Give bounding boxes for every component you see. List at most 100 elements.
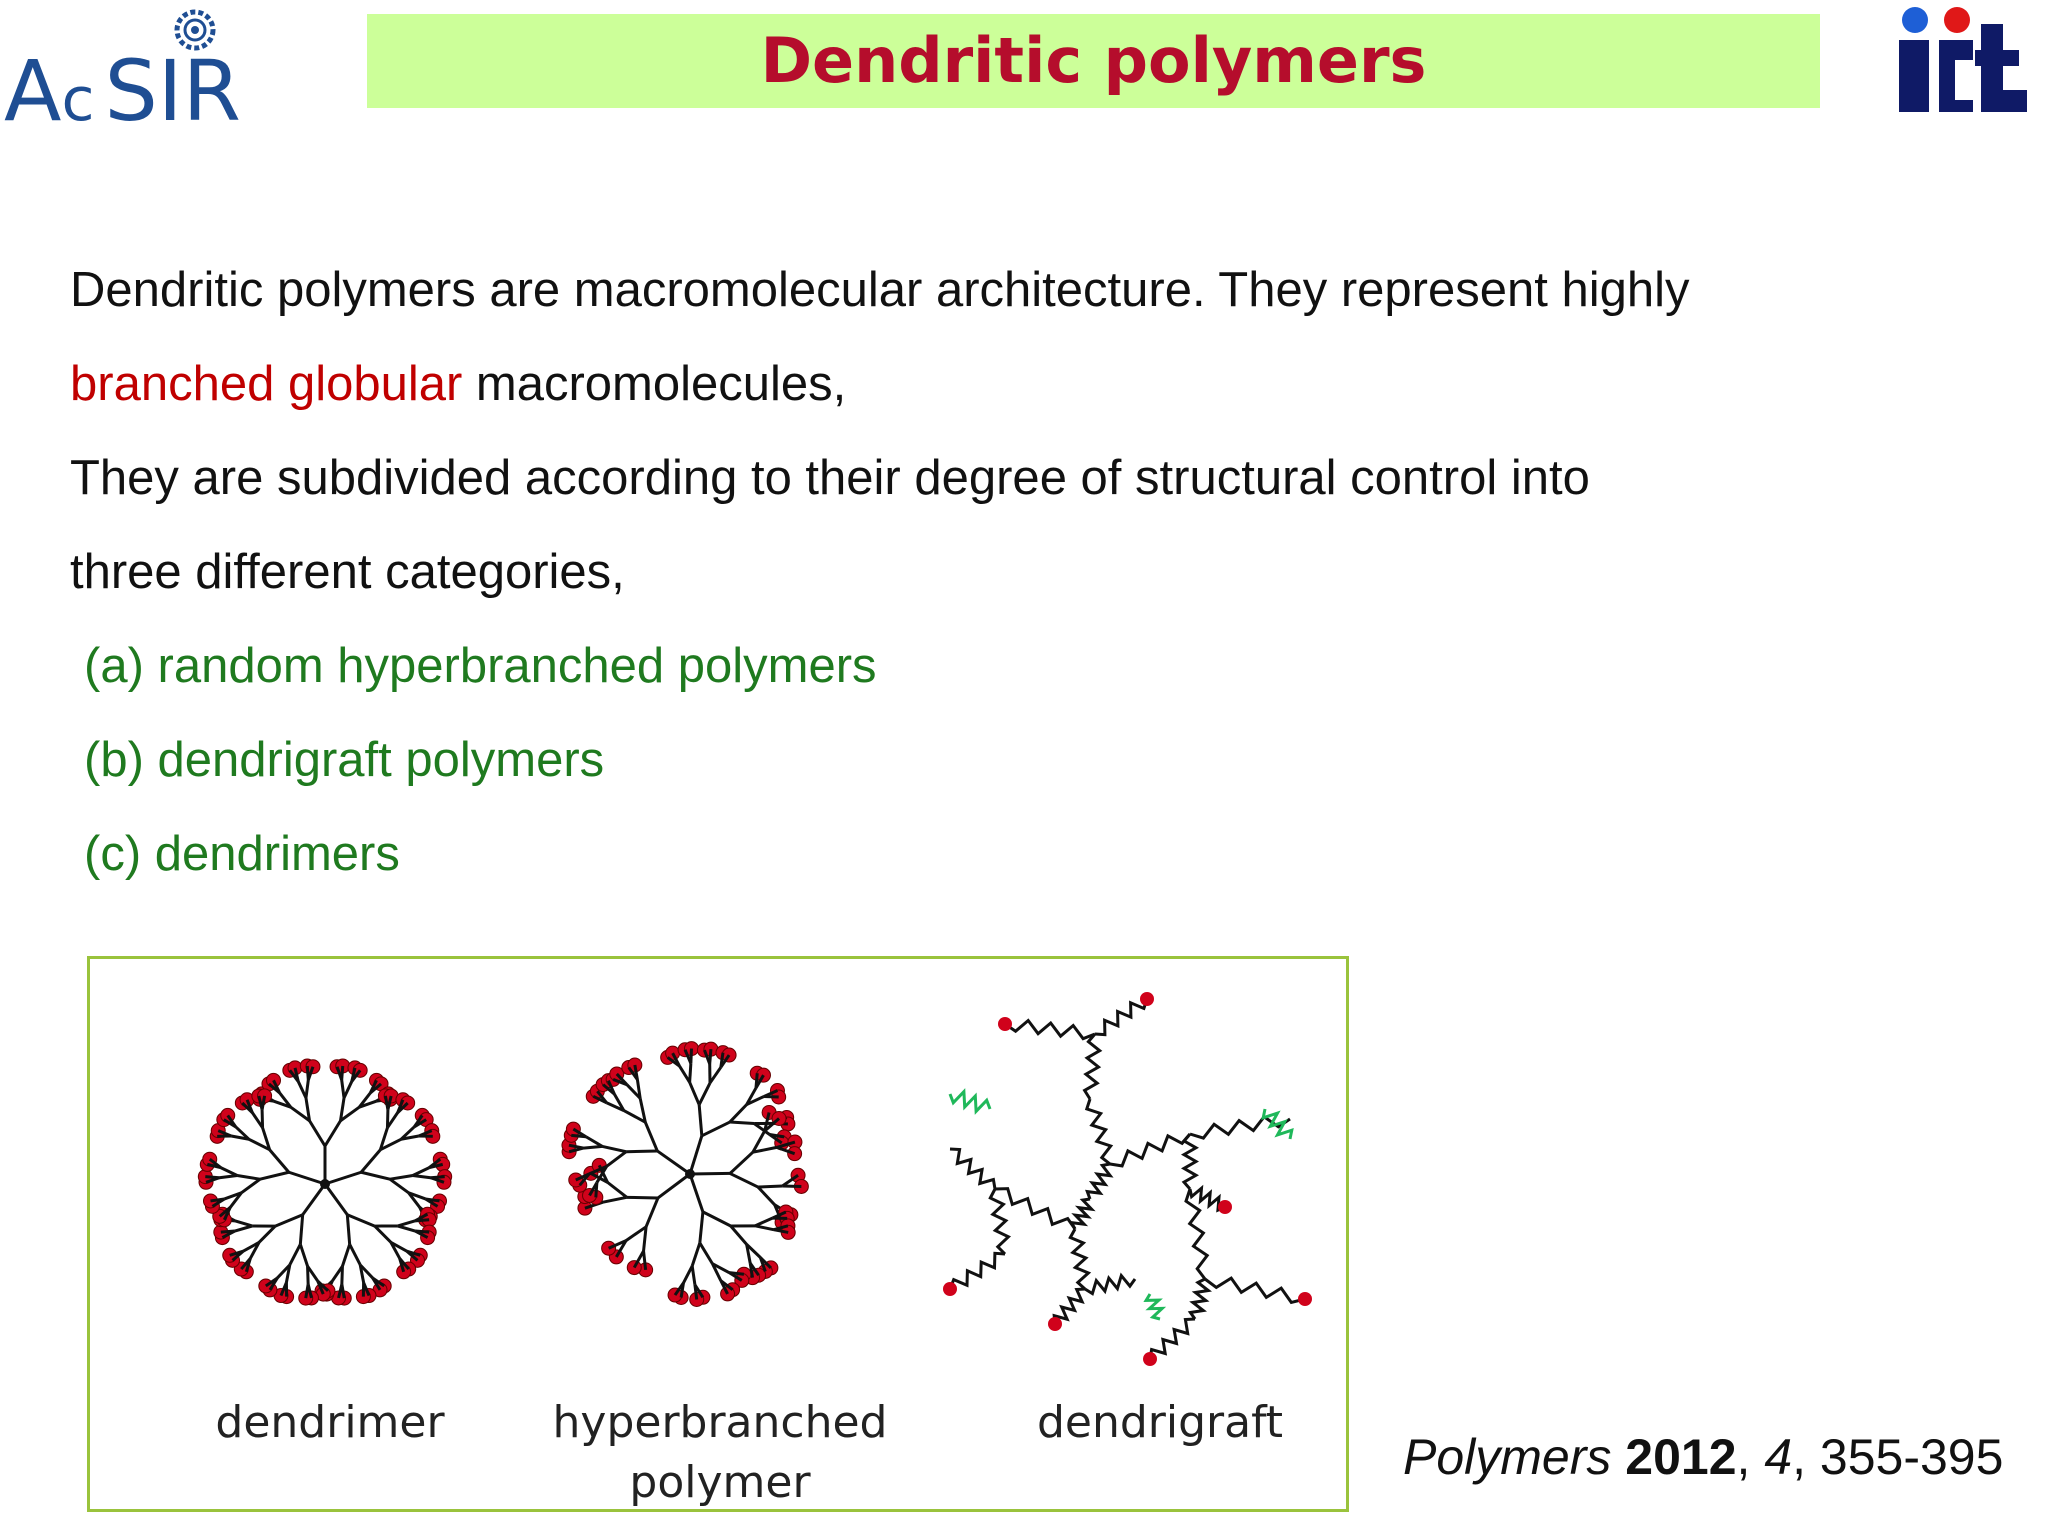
branch <box>763 1112 771 1132</box>
end-group <box>943 1282 957 1296</box>
chain <box>1180 1133 1200 1190</box>
branch <box>682 1265 694 1284</box>
branch <box>583 1144 603 1150</box>
branch <box>219 1174 238 1180</box>
branch <box>379 1137 402 1152</box>
branch <box>606 1181 628 1199</box>
branch <box>208 1158 222 1169</box>
core <box>320 1179 330 1189</box>
branch <box>386 1111 399 1129</box>
branch <box>605 1150 628 1168</box>
branch <box>217 1129 232 1138</box>
branch <box>218 1206 232 1218</box>
branch <box>210 1197 225 1203</box>
branch <box>753 1122 771 1136</box>
branch <box>268 1148 291 1174</box>
chain <box>1148 1317 1196 1360</box>
end-group <box>626 1260 642 1276</box>
branch <box>293 1067 300 1082</box>
branch <box>245 1099 254 1114</box>
branch <box>413 1118 427 1129</box>
chain <box>1189 1114 1291 1140</box>
branch <box>330 1265 344 1282</box>
branch <box>229 1191 243 1209</box>
branch <box>605 1101 625 1112</box>
branch <box>240 1177 261 1195</box>
branch <box>773 1228 789 1234</box>
branch <box>259 1170 290 1181</box>
branch <box>278 1092 292 1109</box>
branch <box>249 1241 261 1260</box>
branch <box>412 1166 430 1177</box>
branch <box>359 1148 382 1174</box>
branch <box>768 1133 783 1145</box>
body-line-3: They are subdivided according to their d… <box>70 451 1590 505</box>
branch <box>625 1225 647 1242</box>
branch <box>719 1280 729 1295</box>
hyperbranched-diagram <box>561 1041 809 1308</box>
branch <box>306 1266 310 1285</box>
branch <box>635 1079 642 1099</box>
branch <box>745 1243 762 1259</box>
branch <box>289 1105 311 1122</box>
branch <box>428 1162 444 1170</box>
chain <box>1004 1018 1096 1041</box>
branch <box>702 1210 732 1228</box>
branch <box>430 1176 445 1184</box>
branch <box>711 1263 723 1282</box>
branch <box>398 1257 406 1273</box>
branch <box>728 1151 754 1175</box>
branch <box>728 1271 743 1282</box>
chain <box>1143 1293 1167 1321</box>
branch <box>615 1072 629 1086</box>
end-group <box>998 1017 1012 1031</box>
branch <box>688 1081 701 1106</box>
branch <box>340 1065 345 1081</box>
branch <box>358 1092 372 1109</box>
chain <box>1184 1188 1210 1280</box>
branch <box>251 1111 264 1129</box>
branch <box>226 1114 238 1128</box>
branch <box>729 1172 759 1189</box>
branch <box>642 1226 648 1252</box>
branch <box>360 1170 391 1181</box>
branch <box>602 1195 628 1204</box>
body-line-4: three different categories, <box>70 545 625 599</box>
branch <box>397 1224 416 1233</box>
branch <box>572 1127 587 1139</box>
citation: Polymers 2012, 4, 355-395 <box>1403 1429 2004 1485</box>
branch <box>306 1265 320 1282</box>
branch <box>346 1213 376 1228</box>
branch <box>613 1093 626 1112</box>
branch <box>301 1183 327 1216</box>
branch <box>745 1087 758 1106</box>
branch <box>389 1174 414 1181</box>
branch <box>424 1197 439 1208</box>
chain <box>1052 1287 1086 1325</box>
branch <box>324 1170 362 1186</box>
branch <box>389 1177 410 1195</box>
branch <box>607 1080 616 1095</box>
dendrimer-diagram <box>197 1058 453 1306</box>
branch <box>746 1095 765 1106</box>
branch <box>339 1105 361 1122</box>
branch <box>298 1243 309 1267</box>
end-group <box>601 1240 617 1256</box>
branch <box>689 1171 731 1176</box>
branch <box>284 1264 292 1283</box>
branch <box>340 1266 344 1285</box>
branch <box>341 1243 352 1267</box>
branch <box>348 1243 362 1266</box>
branch <box>279 1281 288 1297</box>
branch <box>615 1239 628 1258</box>
branch <box>698 1211 705 1244</box>
slide-title: Dendritic polymers <box>760 24 1427 97</box>
branch <box>690 1242 702 1267</box>
chain <box>948 1088 992 1115</box>
branch <box>595 1165 608 1184</box>
branch <box>568 1143 584 1150</box>
branch <box>240 1257 252 1271</box>
branch <box>323 1119 342 1147</box>
branch <box>229 1249 244 1257</box>
branch <box>205 1175 220 1180</box>
